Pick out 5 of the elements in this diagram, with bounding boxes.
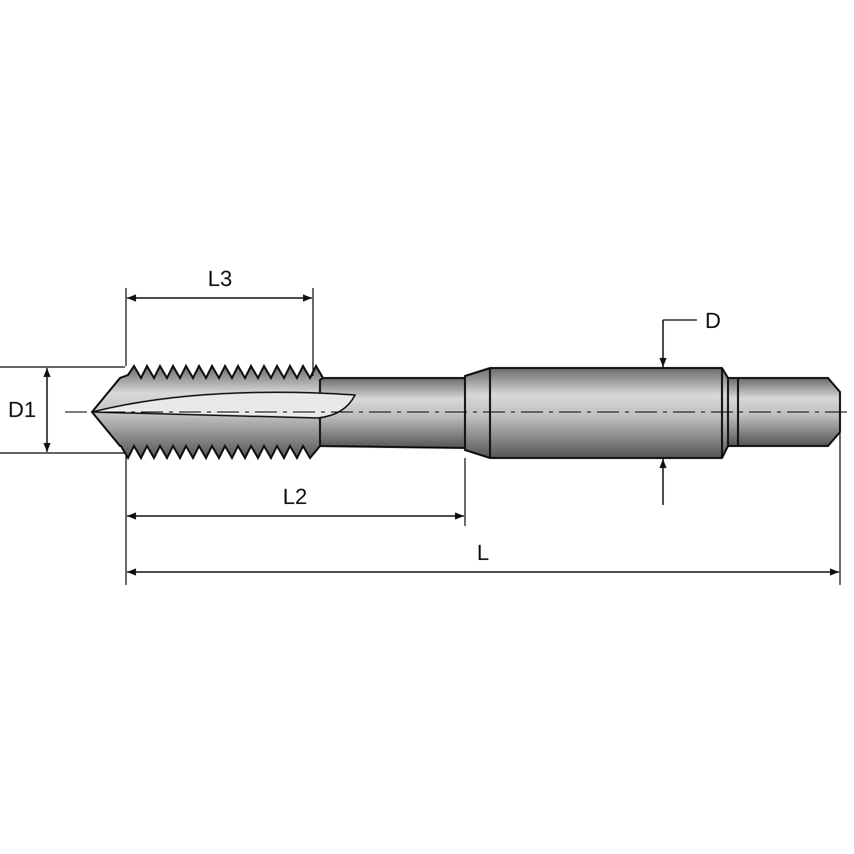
dimension-label: L3	[208, 267, 232, 291]
dimension-label: D1	[8, 398, 36, 422]
dimension-label: L	[476, 541, 490, 565]
dimension-label: L2	[282, 485, 308, 509]
dimension-label: D	[705, 309, 721, 333]
